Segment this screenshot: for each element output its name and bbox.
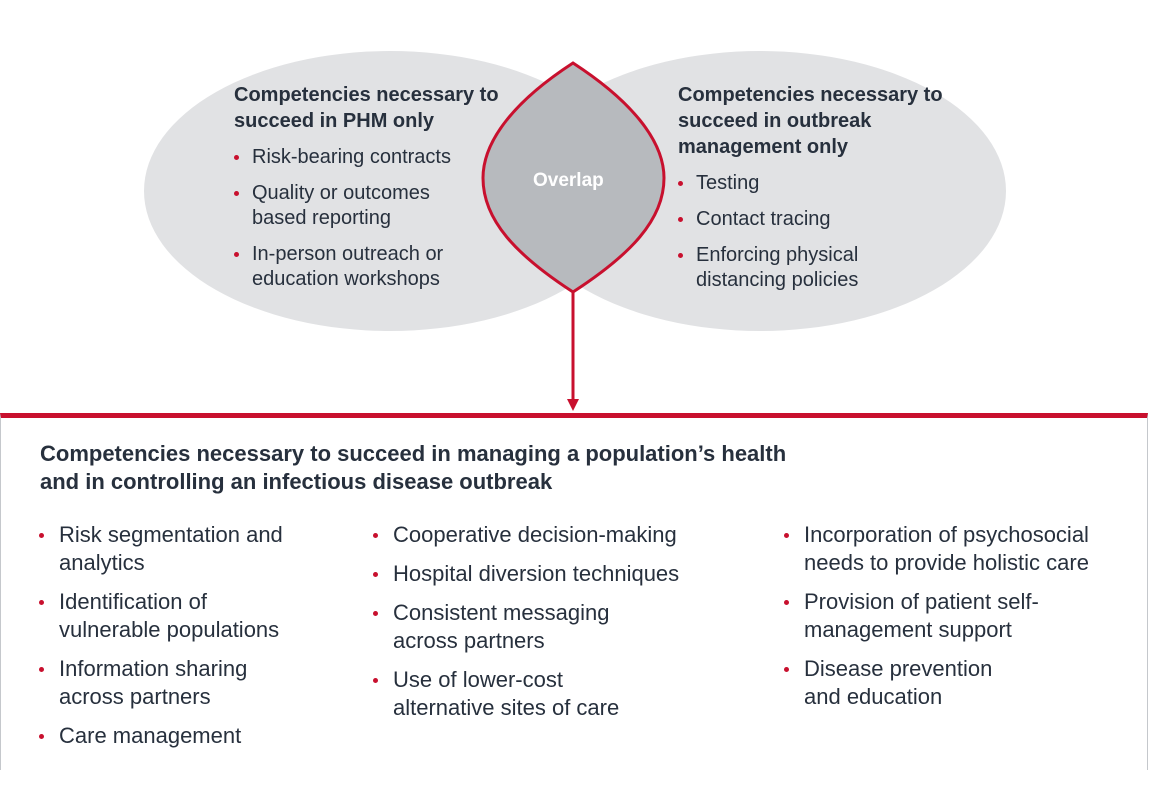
list-item: Care management bbox=[38, 722, 298, 750]
list-item: Use of lower-cost alternative sites of c… bbox=[372, 666, 653, 722]
left-circle-list: Risk-bearing contracts Quality or outcom… bbox=[232, 145, 482, 303]
list-item: In-person outreach or education workshop… bbox=[232, 242, 482, 292]
list-item: Disease prevention and education bbox=[783, 655, 1024, 711]
list-item: Testing bbox=[676, 171, 906, 196]
overlap-label: Overlap bbox=[533, 170, 604, 191]
list-item: Information sharing across partners bbox=[38, 655, 298, 711]
list-item: Identification of vulnerable populations bbox=[38, 588, 298, 644]
right-circle-list: Testing Contact tracing Enforcing physic… bbox=[676, 171, 906, 304]
list-item: Incorporation of psychosocial needs to p… bbox=[783, 521, 1128, 577]
shared-list-column-3: Incorporation of psychosocial needs to p… bbox=[783, 521, 1128, 722]
list-item: Provision of patient self-management sup… bbox=[783, 588, 1064, 644]
list-item: Contact tracing bbox=[676, 207, 906, 232]
list-item: Enforcing physical distancing policies bbox=[676, 243, 906, 293]
arrow-head-icon bbox=[567, 399, 579, 411]
list-item: Risk segmentation and analytics bbox=[38, 521, 298, 577]
list-item: Hospital diversion techniques bbox=[372, 560, 712, 588]
list-item: Quality or outcomes based reporting bbox=[232, 181, 482, 231]
shared-competencies-box bbox=[0, 413, 1148, 770]
left-circle-title: Competencies necessary to succeed in PHM… bbox=[234, 84, 499, 132]
list-item: Cooperative decision-making bbox=[372, 521, 712, 549]
list-item: Consistent messaging across partners bbox=[372, 599, 643, 655]
shared-competencies-title: Competencies necessary to succeed in man… bbox=[40, 441, 787, 494]
shared-list-column-2: Cooperative decision-making Hospital div… bbox=[372, 521, 712, 733]
list-item: Risk-bearing contracts bbox=[232, 145, 482, 170]
shared-list-column-1: Risk segmentation and analytics Identifi… bbox=[38, 521, 298, 761]
right-circle-title: Competencies necessary to succeed in out… bbox=[678, 84, 943, 158]
